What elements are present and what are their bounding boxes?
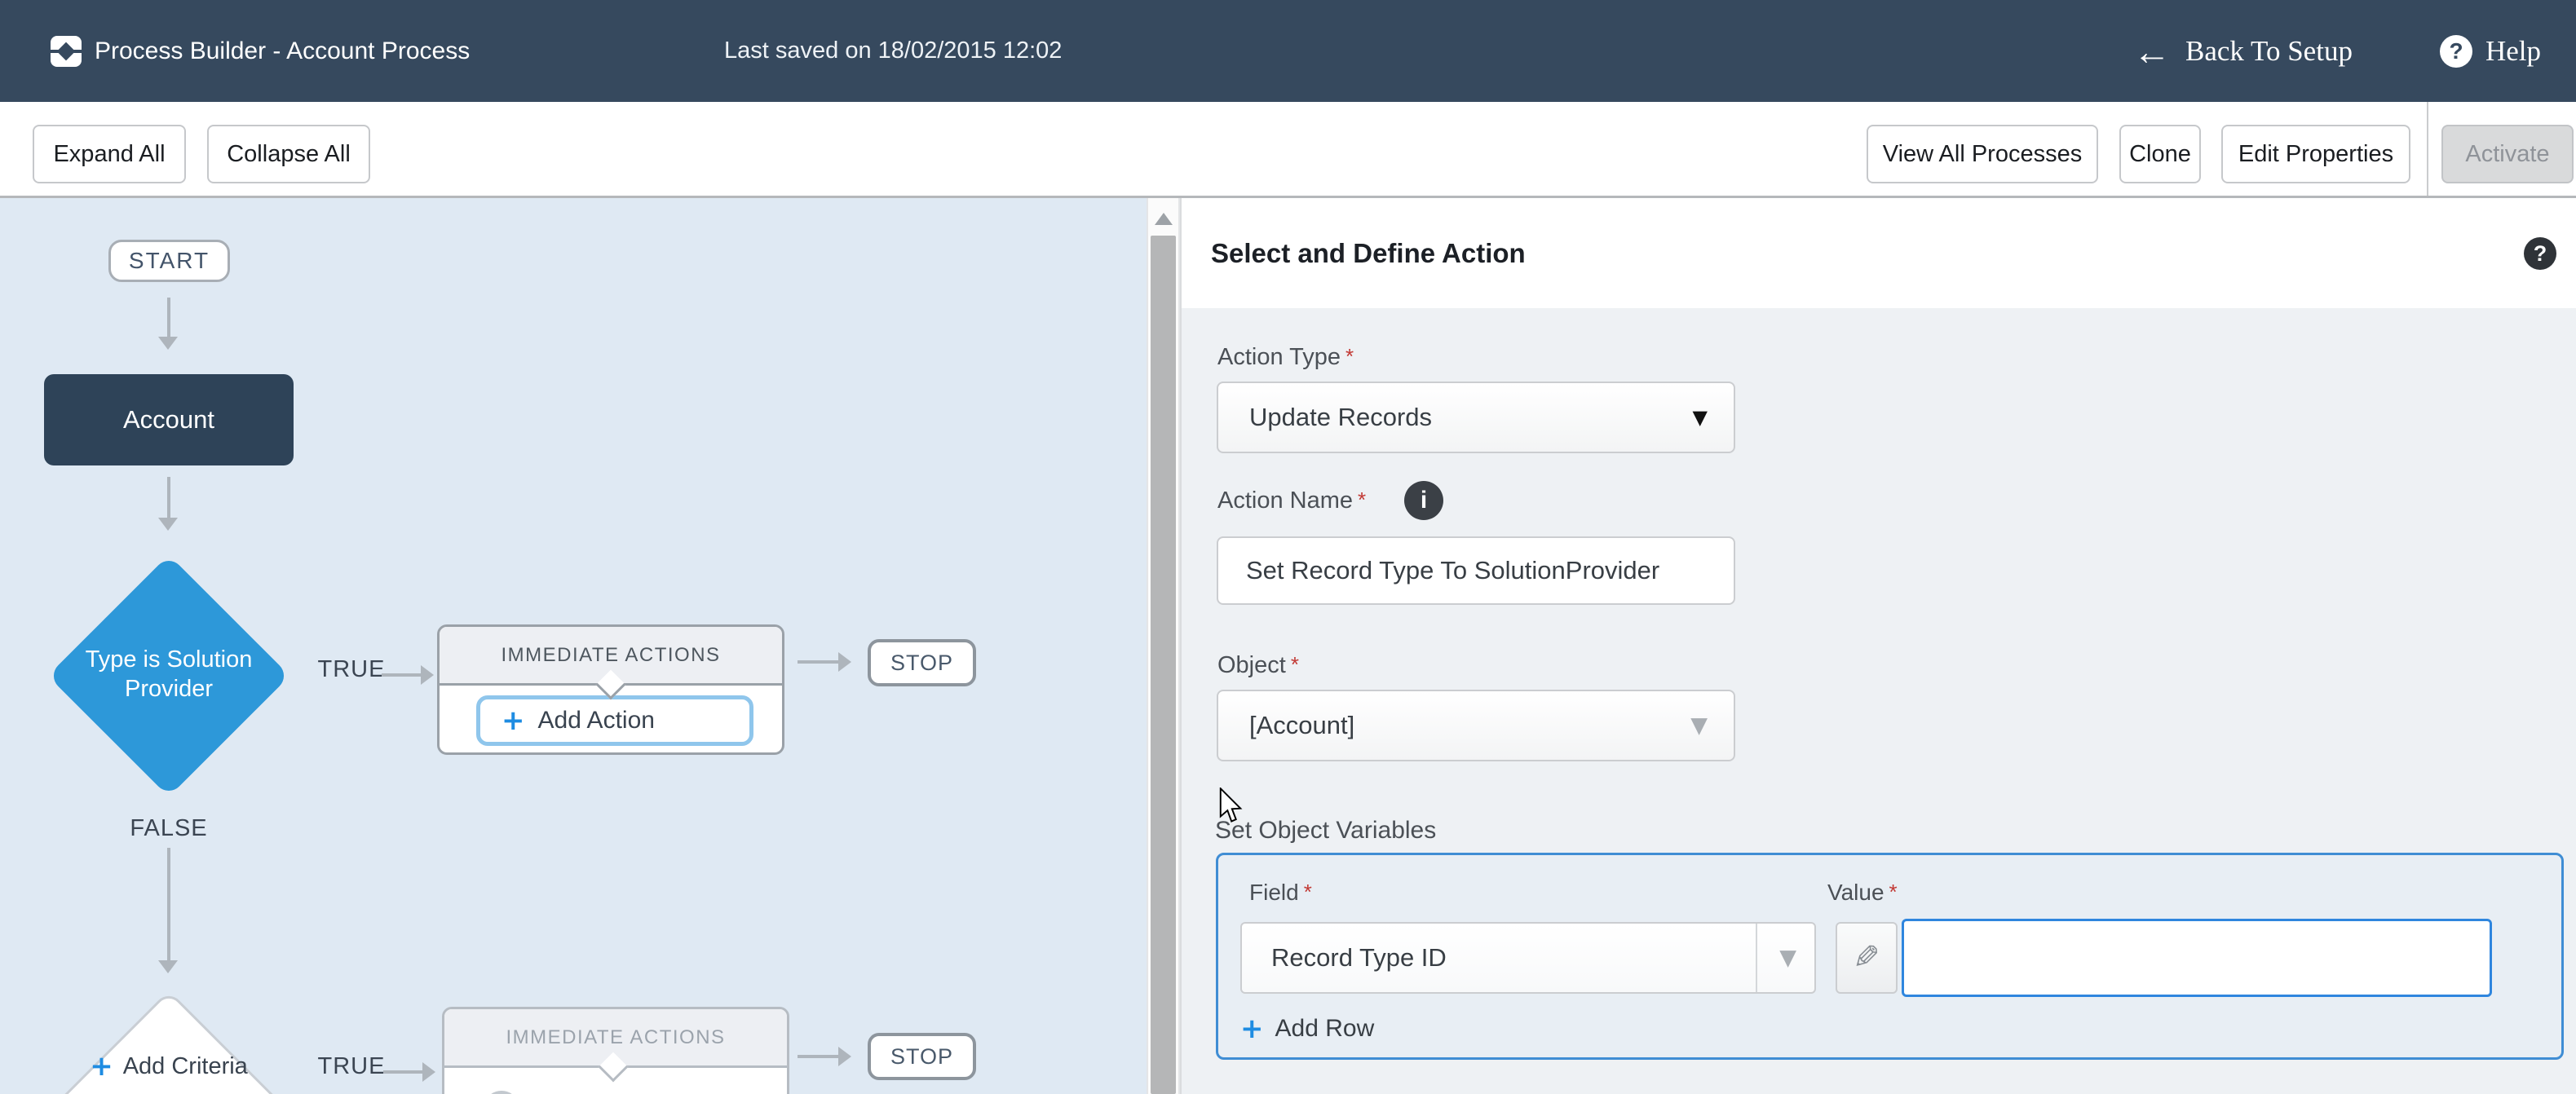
required-asterisk: * xyxy=(1290,652,1299,677)
trigger-node-account[interactable]: Account xyxy=(44,374,294,465)
connector-line xyxy=(167,848,170,960)
dropdown-caret-icon: ▼ xyxy=(1692,406,1708,429)
action-type-value: Update Records xyxy=(1249,403,1433,431)
plus-icon: + xyxy=(90,1050,113,1083)
app-title: Process Builder - Account Process xyxy=(95,37,471,64)
object-label-text: Object xyxy=(1217,652,1286,678)
edit-properties-button[interactable]: Edit Properties xyxy=(2221,125,2410,183)
dropdown-caret-icon: ▼ xyxy=(1690,712,1708,739)
add-action-placeholder-icon xyxy=(484,1091,519,1094)
immediate-actions-box-2: IMMEDIATE ACTIONS xyxy=(442,1007,789,1094)
action-name-label-text: Action Name xyxy=(1217,487,1354,514)
toolbar-bottom-border xyxy=(0,196,2576,198)
object-dropdown[interactable]: [Account] ▼ xyxy=(1217,690,1735,761)
activate-button: Activate xyxy=(2441,125,2574,183)
dropdown-caret-icon: ▼ xyxy=(1779,945,1796,971)
panel-help-icon[interactable]: ? xyxy=(2524,237,2556,270)
add-action-button[interactable]: + Add Action xyxy=(476,695,753,746)
connector-line xyxy=(798,660,838,664)
toolbar-divider xyxy=(2427,102,2428,196)
info-icon[interactable]: i xyxy=(1404,481,1443,520)
scrollbar-thumb[interactable] xyxy=(1151,236,1176,1094)
connector-line xyxy=(383,1070,422,1074)
required-asterisk: * xyxy=(1345,344,1354,368)
help-icon: ? xyxy=(2440,34,2472,68)
collapse-all-button[interactable]: Collapse All xyxy=(207,125,370,183)
immediate-actions-box-1: IMMEDIATE ACTIONS + Add Action xyxy=(437,624,784,755)
back-arrow-icon: ← xyxy=(2133,29,2171,73)
plus-icon: + xyxy=(1240,1012,1264,1045)
process-canvas: START Account Type is Solution Provider … xyxy=(0,198,1147,1094)
connector-line xyxy=(798,1055,838,1058)
toolbar: Expand All Collapse All View All Process… xyxy=(0,102,2576,196)
back-to-setup-link[interactable]: ← Back To Setup xyxy=(2133,0,2353,102)
object-label: Object* xyxy=(1217,652,1299,679)
connector-arrowhead xyxy=(421,665,434,685)
action-detail-panel: Select and Define Action ? Action Type* … xyxy=(1180,198,2576,1094)
field-column-label: Field* xyxy=(1249,880,1312,906)
expand-all-button[interactable]: Expand All xyxy=(33,125,186,183)
last-saved-text: Last saved on 18/02/2015 12:02 xyxy=(724,37,1063,64)
true-branch-label-2: TRUE xyxy=(317,1053,386,1079)
panel-scrollbar xyxy=(1147,198,1180,1094)
top-header-bar: Process Builder - Account Process Last s… xyxy=(0,0,2576,102)
value-label-text: Value xyxy=(1827,880,1885,905)
set-object-variables-title: Set Object Variables xyxy=(1215,817,1437,844)
action-type-label: Action Type* xyxy=(1217,344,1354,371)
action-name-input[interactable] xyxy=(1217,536,1735,605)
logo-diamond xyxy=(56,42,76,61)
back-to-setup-label: Back To Setup xyxy=(2185,34,2353,67)
connector-arrowhead xyxy=(158,518,178,531)
object-value: [Account] xyxy=(1249,711,1355,739)
required-asterisk: * xyxy=(1303,880,1312,904)
scrollbar-up-arrow[interactable] xyxy=(1155,213,1173,225)
panel-title: Select and Define Action xyxy=(1211,237,1526,268)
add-action-label: Add Action xyxy=(537,707,655,734)
value-type-toggle-button[interactable]: ✎ xyxy=(1836,922,1898,994)
value-column-label: Value* xyxy=(1827,880,1898,906)
value-input[interactable] xyxy=(1902,919,2492,997)
add-row-button[interactable]: + Add Row xyxy=(1240,1015,1374,1043)
mouse-cursor xyxy=(1219,787,1243,823)
pencil-icon: ✎ xyxy=(1853,939,1880,977)
true-branch-label: TRUE xyxy=(317,656,386,682)
clone-button[interactable]: Clone xyxy=(2119,125,2201,183)
decision-node-label: Type is Solution Provider xyxy=(85,646,253,703)
field-dropdown[interactable]: Record Type ID ▼ xyxy=(1240,922,1816,994)
false-branch-label: FALSE xyxy=(130,815,208,841)
plus-icon: + xyxy=(502,704,525,737)
dropdown-divider xyxy=(1756,924,1757,992)
add-criteria-label: Add Criteria xyxy=(122,1053,248,1079)
process-builder-logo-icon xyxy=(51,36,82,67)
panel-header: Select and Define Action ? xyxy=(1182,198,2576,308)
field-label-text: Field xyxy=(1249,880,1299,905)
required-asterisk: * xyxy=(1358,487,1367,512)
view-all-processes-button[interactable]: View All Processes xyxy=(1867,125,2098,183)
start-node: START xyxy=(108,240,230,282)
connector-line xyxy=(167,298,170,337)
action-type-label-text: Action Type xyxy=(1217,344,1341,370)
add-criteria-label-group[interactable]: + Add Criteria xyxy=(79,1050,258,1083)
help-link[interactable]: ? Help xyxy=(2440,0,2541,102)
action-name-label: Action Name* xyxy=(1217,487,1366,514)
help-label: Help xyxy=(2485,34,2542,67)
connector-arrowhead xyxy=(422,1062,435,1082)
connector-arrowhead xyxy=(838,652,851,672)
connector-arrowhead xyxy=(158,337,178,350)
connector-line xyxy=(167,477,170,518)
action-type-dropdown[interactable]: Update Records ▼ xyxy=(1217,382,1735,453)
required-asterisk: * xyxy=(1889,880,1898,904)
add-row-label: Add Row xyxy=(1275,1015,1375,1042)
field-value: Record Type ID xyxy=(1271,943,1447,972)
connector-arrowhead xyxy=(838,1047,851,1066)
stop-node-1: STOP xyxy=(868,639,976,686)
connector-arrowhead xyxy=(158,960,178,973)
connector-line xyxy=(382,673,421,677)
stop-node-2: STOP xyxy=(868,1033,976,1080)
set-object-variables-panel: Field* Value* Record Type ID ▼ ✎ + Add R… xyxy=(1216,853,2564,1060)
